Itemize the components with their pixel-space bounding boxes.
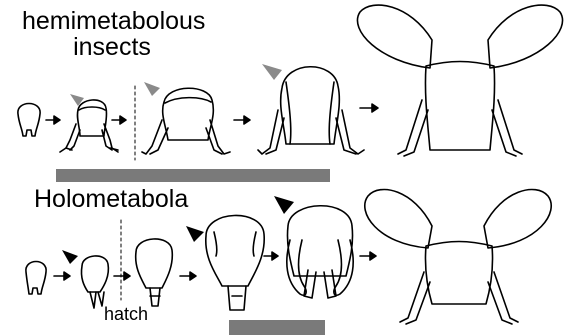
wing-pointer-2: [144, 82, 160, 96]
nymph-1: [60, 100, 118, 152]
larva-1: [81, 256, 108, 308]
wing-pointer-4: [62, 250, 78, 264]
embryo-1-top: [18, 104, 40, 137]
right-arrow: [190, 272, 196, 280]
wing-pointer-6: [274, 196, 294, 214]
adult-winged-top: [357, 5, 562, 156]
right-arrow: [272, 252, 278, 260]
right-arrow: [120, 116, 126, 124]
larva-3: [206, 215, 264, 310]
embryo-1-bottom: [26, 262, 46, 295]
top-gray-bar: [56, 169, 330, 182]
right-arrow: [372, 104, 378, 112]
larva-2: [136, 239, 173, 306]
adult-winged-bottom: [365, 189, 551, 324]
right-arrow: [54, 116, 60, 124]
wing-pointer-3: [262, 64, 282, 80]
right-arrow: [64, 272, 70, 280]
nymph-2: [142, 88, 230, 154]
right-arrow: [244, 116, 250, 124]
wing-pointer-5: [186, 226, 204, 242]
right-arrow: [370, 252, 376, 260]
right-arrow: [124, 272, 130, 280]
bottom-gray-bar: [229, 320, 325, 335]
pupa: [287, 206, 353, 298]
